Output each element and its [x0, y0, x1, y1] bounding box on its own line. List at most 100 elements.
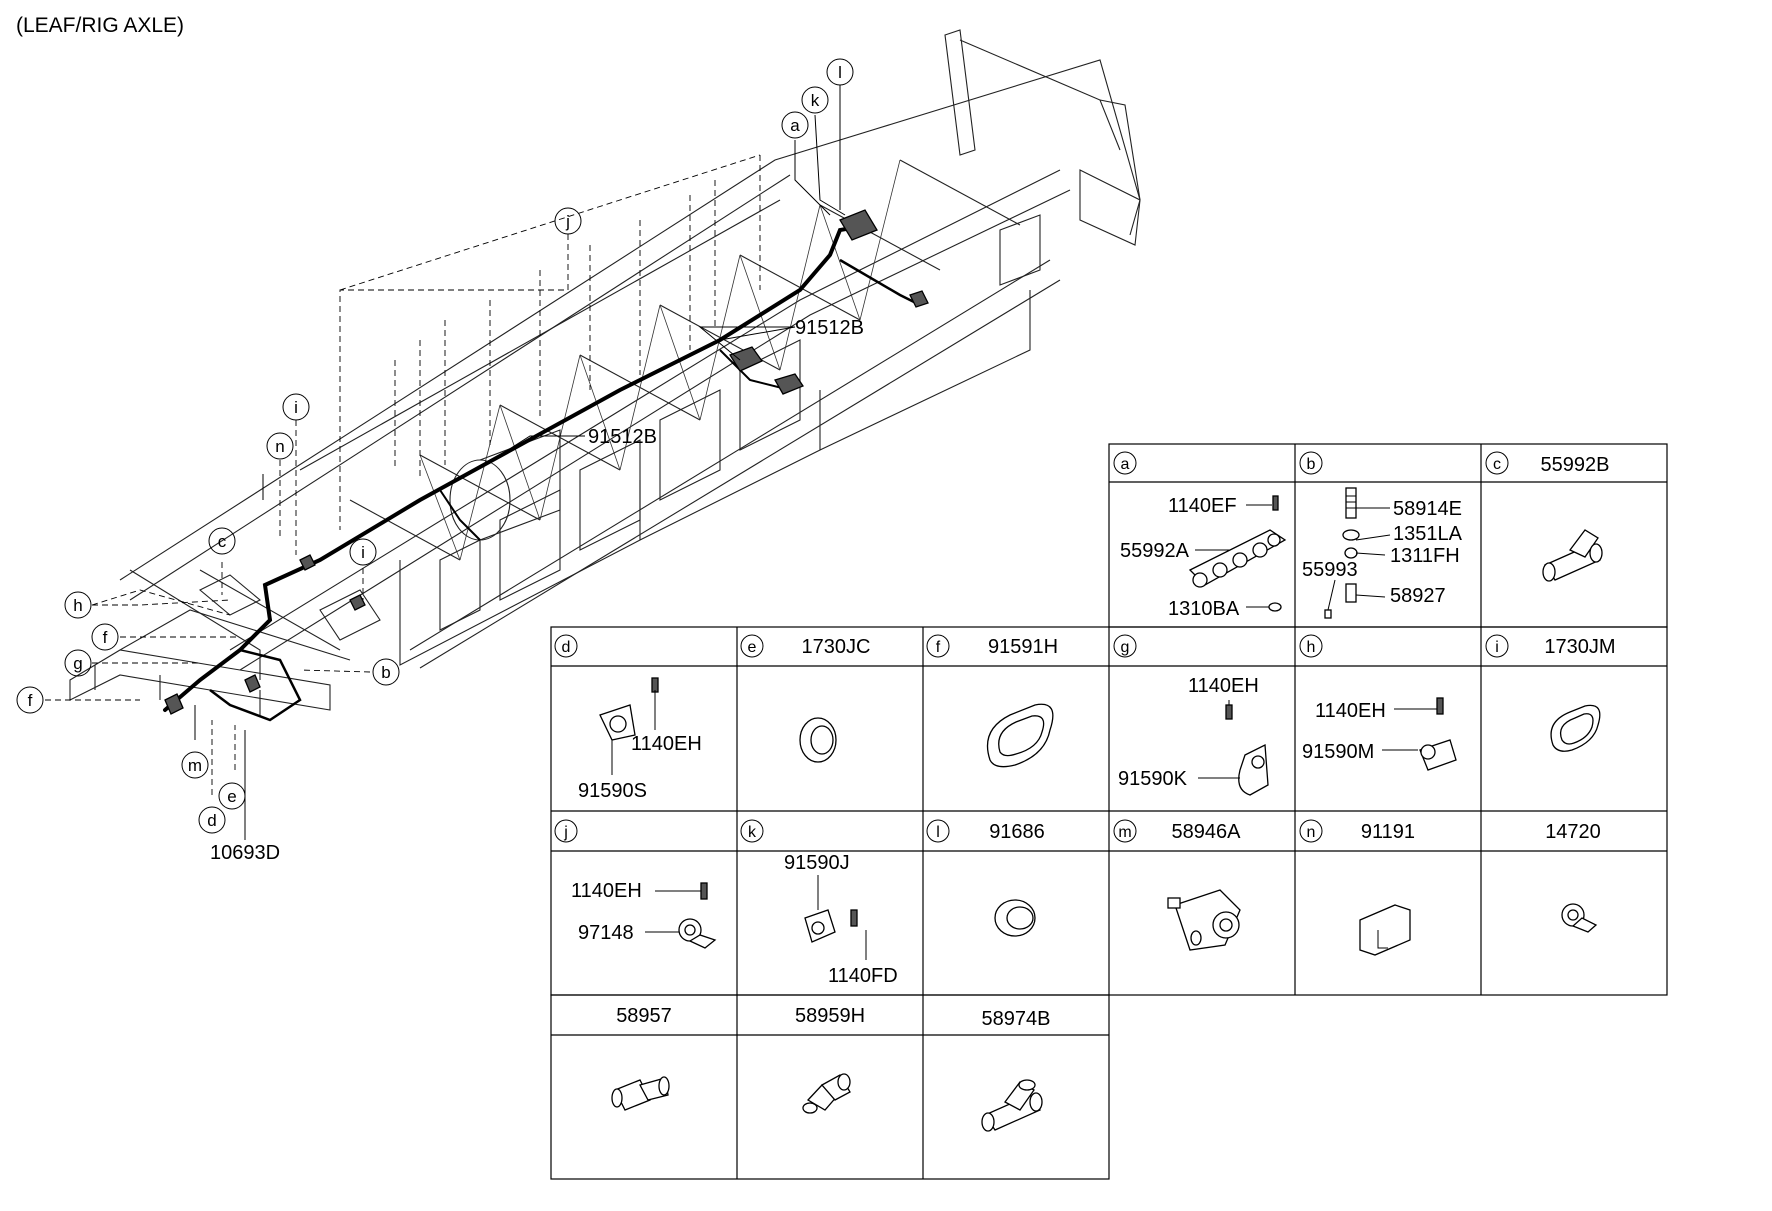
- svg-text:f: f: [936, 639, 941, 656]
- svg-text:a: a: [790, 116, 800, 135]
- svg-text:e: e: [748, 639, 757, 656]
- part-label: 1140EF: [1168, 495, 1237, 517]
- tee-fitting-icon: [1542, 529, 1603, 582]
- main-harness-label: 10693D: [210, 842, 280, 864]
- parts-table: [550, 443, 1668, 1180]
- svg-text:k: k: [811, 91, 820, 110]
- parts-cell-58959h: 58959H: [795, 1005, 865, 1114]
- svg-text:i: i: [361, 543, 365, 562]
- clip-with-bolt-icon: [1198, 700, 1269, 796]
- svg-text:n: n: [275, 437, 284, 456]
- svg-text:l: l: [838, 63, 842, 82]
- part-label: 1140EH: [1188, 675, 1259, 697]
- callout-f: f: [91, 623, 119, 651]
- svg-text:58959H: 58959H: [795, 1005, 865, 1027]
- callout-m: m: [181, 751, 209, 779]
- parts-cell-f: f 91591H: [926, 634, 1058, 768]
- part-label: 55992A: [1120, 540, 1190, 562]
- parts-cell-d: d 1140EH 91590S: [554, 634, 702, 802]
- parts-cell-h: h 1140EH 91590M: [1299, 634, 1457, 771]
- svg-text:l: l: [936, 824, 940, 841]
- callout-h: h: [64, 591, 92, 619]
- part-label: 55993: [1302, 559, 1358, 581]
- elbow-fitting-icon: [802, 1073, 851, 1114]
- clip-with-bolt-icon: [804, 875, 867, 960]
- svg-text:m: m: [1118, 824, 1131, 841]
- callout-k: k: [801, 86, 829, 114]
- manifold-icon: [1188, 495, 1287, 612]
- parts-cell-b: b 58914E 1351LA 1311FH 55993 58927: [1299, 451, 1463, 619]
- harness-label-mid: 91512B: [588, 426, 657, 448]
- svg-text:i: i: [294, 398, 298, 417]
- harness-label-upper: 91512B: [795, 317, 864, 339]
- tee-fitting-icon: [981, 1079, 1043, 1132]
- part-label: 1140EH: [571, 880, 642, 902]
- svg-text:n: n: [1307, 824, 1316, 841]
- clip-with-bolt-icon: [599, 677, 659, 775]
- clamp-icon: [1561, 903, 1598, 933]
- parts-cell-k: k 91590J 1140FD: [740, 819, 898, 987]
- svg-text:g: g: [1121, 639, 1130, 656]
- part-label: 58914E: [1393, 498, 1462, 520]
- svg-text:j: j: [563, 824, 568, 841]
- part-label: 1351LA: [1393, 523, 1463, 545]
- valve-icon: [1167, 889, 1241, 951]
- oval-grommet-icon: [986, 703, 1054, 768]
- part-label: 1140EH: [1315, 700, 1386, 722]
- svg-text:h: h: [1307, 639, 1316, 656]
- callout-g: g: [64, 649, 92, 677]
- clip-with-bolt-icon: [1382, 697, 1457, 771]
- harness-routing: [163, 209, 929, 722]
- parts-cell-l: l 91686: [926, 819, 1045, 937]
- svg-text:m: m: [188, 756, 202, 775]
- callout-a: a: [781, 111, 809, 139]
- part-label: 91590S: [578, 780, 647, 802]
- parts-cell-58974b: 58974B: [981, 1008, 1050, 1132]
- svg-text:91191: 91191: [1361, 821, 1415, 843]
- page-title: (LEAF/RIG AXLE): [16, 14, 185, 37]
- svg-text:e: e: [227, 787, 236, 806]
- parts-cell-n: n 91191: [1299, 819, 1415, 956]
- svg-text:d: d: [562, 639, 571, 656]
- elbow-fitting-icon: [611, 1076, 670, 1111]
- svg-text:1730JM: 1730JM: [1544, 636, 1615, 658]
- svg-text:14720: 14720: [1545, 821, 1601, 843]
- parts-cell-i: i 1730JM: [1485, 634, 1616, 752]
- svg-text:f: f: [103, 628, 108, 647]
- callout-e: e: [218, 782, 246, 810]
- part-label: 91590K: [1118, 768, 1188, 790]
- callout-c: c: [208, 527, 236, 555]
- callout-d: d: [198, 806, 226, 834]
- parts-cell-14720: 14720: [1545, 821, 1601, 933]
- callout-i-second: i: [349, 538, 377, 566]
- svg-text:91686: 91686: [989, 821, 1045, 843]
- callout-b: b: [372, 658, 400, 686]
- svg-text:58946A: 58946A: [1172, 821, 1242, 843]
- svg-text:k: k: [748, 824, 757, 841]
- svg-text:b: b: [1307, 456, 1316, 473]
- part-label: 91590M: [1302, 741, 1374, 763]
- svg-text:91591H: 91591H: [988, 636, 1058, 658]
- parts-cell-j: j 1140EH 97148: [554, 819, 717, 949]
- parts-cell-e: e 1730JC: [740, 634, 871, 763]
- callout-l: l: [826, 58, 854, 86]
- parts-cell-g: g 1140EH 91590K: [1113, 634, 1269, 796]
- callout-j: j: [554, 207, 582, 235]
- part-label: 58927: [1390, 585, 1446, 607]
- svg-text:1730JC: 1730JC: [802, 636, 871, 658]
- svg-text:h: h: [73, 596, 82, 615]
- callout-n: n: [266, 432, 294, 460]
- part-label: 97148: [578, 922, 634, 944]
- svg-text:j: j: [565, 212, 570, 231]
- callout-i: i: [282, 393, 310, 421]
- part-label: 1311FH: [1390, 545, 1460, 567]
- leader-lines: [45, 85, 846, 840]
- svg-text:a: a: [1121, 456, 1130, 473]
- svg-text:c: c: [218, 532, 227, 551]
- svg-text:i: i: [1495, 639, 1499, 656]
- svg-text:c: c: [1493, 456, 1501, 473]
- parts-cell-a: a 1140EF 55992A 1310BA: [1113, 451, 1287, 620]
- svg-text:d: d: [207, 811, 216, 830]
- parts-cell-m: m 58946A: [1113, 819, 1242, 951]
